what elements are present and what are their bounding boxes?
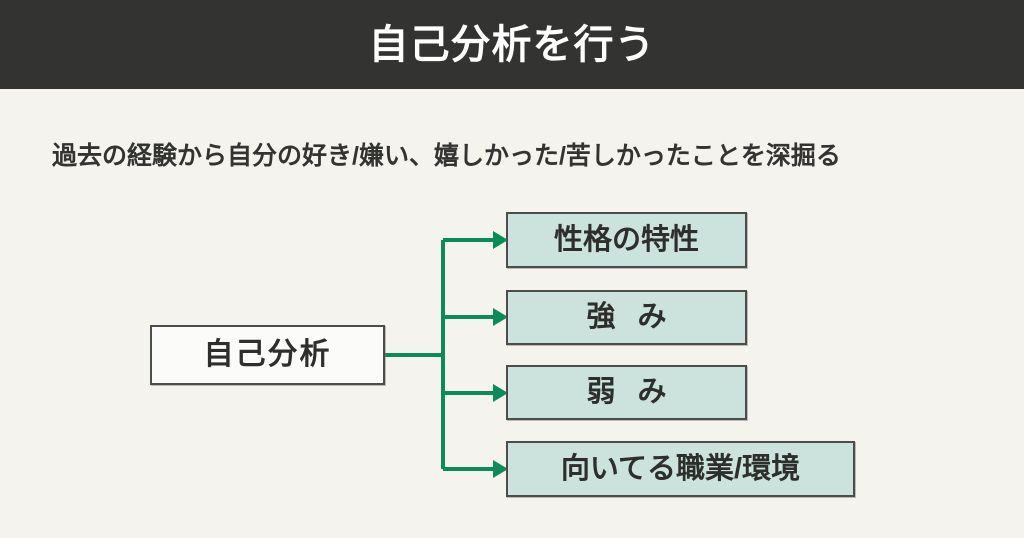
node-branch-label: 弱 み bbox=[586, 376, 674, 408]
node-branch-suitable-job-environment[interactable]: 向いてる職業/環境 bbox=[506, 441, 855, 497]
self-analysis-tree-diagram: 自己分析 性格の特性 強 み 弱 み 向いてる職業/環境 bbox=[0, 89, 1024, 538]
node-root-self-analysis[interactable]: 自己分析 bbox=[150, 325, 385, 385]
node-branch-weaknesses[interactable]: 弱 み bbox=[506, 365, 747, 420]
node-branch-label: 性格の特性 bbox=[553, 223, 699, 256]
page-title: 自己分析を行う bbox=[368, 22, 656, 67]
slide-canvas: 過去の経験から自分の好き/嫌い、嬉しかった/苦しかったことを深掘る bbox=[0, 89, 1024, 538]
node-branch-label: 強 み bbox=[586, 301, 674, 333]
node-branch-strengths[interactable]: 強 み bbox=[506, 290, 747, 345]
subtitle-text: 過去の経験から自分の好き/嫌い、嬉しかった/苦しかったことを深掘る bbox=[52, 142, 841, 170]
node-branch-personality-traits[interactable]: 性格の特性 bbox=[506, 212, 747, 268]
node-branch-label: 向いてる職業/環境 bbox=[560, 452, 801, 485]
header-bar: 自己分析を行う bbox=[0, 0, 1024, 89]
node-root-label: 自己分析 bbox=[203, 338, 332, 371]
